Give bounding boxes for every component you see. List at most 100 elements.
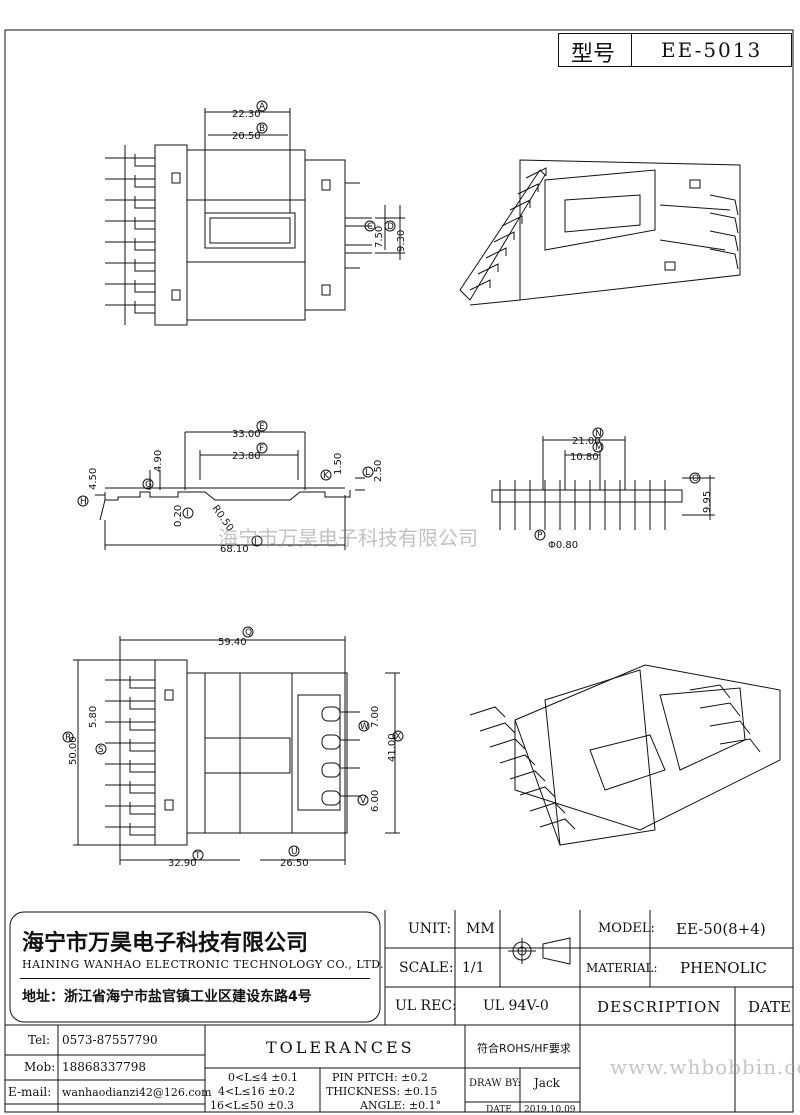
tag-p: P (537, 531, 543, 541)
iso-pin-right (709, 248, 739, 270)
iso-pin (529, 802, 566, 814)
dim-4-90: 4.90 (153, 450, 164, 472)
tag-w: W (360, 722, 369, 732)
tag-c: C (367, 222, 373, 232)
scale-value: 1/1 (462, 960, 485, 976)
dim-1-50: 1.50 (333, 453, 344, 475)
pin-notch (134, 217, 155, 230)
mob-value: 18868337798 (62, 1060, 146, 1074)
tag-v: V (360, 796, 367, 806)
scale-label: SCALE: (399, 960, 454, 976)
end-view (491, 427, 715, 541)
tag-s: S (98, 745, 104, 755)
tol-row-2: 4<L≤16 ±0.2 (218, 1085, 295, 1098)
model-header-label: 型号 (571, 42, 616, 67)
description-header: DESCRIPTION (597, 998, 722, 1016)
site-watermark: www.whbobbin.com (610, 1055, 800, 1079)
tag-m: M (595, 443, 603, 453)
material-value: PHENOLIC (680, 959, 767, 977)
iso-pin-right (719, 738, 761, 753)
email-value: wanhaodianzi42@126.com (62, 1086, 212, 1099)
mob-label: Mob: (24, 1060, 56, 1074)
dim-68-10: 68.10 (220, 544, 249, 555)
rohs-note: 符合ROHS/HF要求 (477, 1042, 571, 1055)
tag-f: F (259, 444, 264, 454)
iso-pin (525, 167, 547, 179)
dim-9-95: 9.95 (702, 491, 713, 513)
dim-41-00: 41.00 (387, 733, 398, 762)
tag-b: B (259, 124, 265, 134)
iso-pin-right (709, 720, 751, 735)
tag-i: I (186, 509, 189, 519)
bottom-view (62, 626, 404, 865)
draw-by-label: DRAW BY: (469, 1078, 521, 1089)
pin-notch (134, 301, 155, 314)
model-label: MODEL: (598, 921, 655, 936)
pin-pad (321, 706, 341, 722)
pin-notch (129, 676, 155, 689)
drawing-frame (4, 29, 794, 1113)
pin-notch (134, 259, 155, 272)
model-header-box: 型号 EE-5013 (558, 33, 792, 67)
pin-pad (321, 762, 341, 778)
pin-notch (134, 238, 155, 251)
dim-10-80: 10.80 (570, 452, 599, 463)
tag-j: J (253, 537, 257, 547)
iso-view-bottom (469, 664, 781, 846)
dim-22-30: 22.30 (232, 109, 261, 120)
model-value: EE-50(8+4) (676, 920, 766, 938)
iso-pin (509, 770, 546, 782)
dim-5-80: 5.80 (88, 706, 99, 728)
email-label: E-mail: (8, 1085, 52, 1099)
iso-pin (469, 706, 506, 718)
material-label: MATERIAL: (586, 961, 658, 975)
tol-angle: ANGLE: ±0.1° (360, 1099, 442, 1112)
dim-26-50: 26.50 (280, 858, 309, 869)
iso-pin-right (699, 702, 741, 717)
iso-view-top (459, 159, 741, 306)
iso-pin (485, 247, 507, 259)
iso-pin (493, 231, 515, 243)
date-label: DATE (486, 1105, 512, 1115)
tol-pin-pitch: PIN PITCH: ±0.2 (332, 1071, 428, 1084)
tol-row-3: 16<L≤50 ±0.3 (210, 1099, 294, 1112)
tol-row-1: 0<L≤4 ±0.1 (228, 1071, 298, 1084)
unit-label: UNIT: (408, 921, 452, 937)
tel-value: 0573-87557790 (62, 1033, 158, 1047)
iso-pin (477, 263, 499, 275)
tag-x: X (395, 732, 401, 742)
dim-20-50: 20.50 (232, 131, 261, 142)
iso-pin (479, 722, 516, 734)
iso-pin (469, 279, 491, 291)
tag-g: G (145, 480, 152, 490)
pin-pad (321, 734, 341, 750)
pin-notch (134, 154, 155, 167)
company-name-cn: 海宁市万昊电子科技有限公司 (22, 931, 309, 956)
iso-pin (501, 215, 523, 227)
draw-by-value: Jack (534, 1076, 560, 1090)
dim-2-50: 2.50 (373, 460, 384, 482)
company-name-en: HAINING WANHAO ELECTRONIC TECHNOLOGY CO.… (22, 958, 385, 971)
iso-pin-right (709, 194, 739, 216)
pin-notch (129, 781, 155, 794)
iso-pin (517, 183, 539, 195)
tel-label: Tel: (28, 1033, 51, 1047)
company-address: 地址：浙江省海宁市盐官镇工业区建设东路4号 (22, 989, 312, 1005)
tag-d: D (387, 222, 394, 232)
company-divider (20, 978, 370, 979)
top-view (105, 100, 405, 326)
model-header-divider (631, 34, 632, 66)
dim-4-50: 4.50 (88, 468, 99, 490)
date-value: 2019.10.09 (524, 1105, 576, 1115)
dim-59-40: 59.40 (218, 637, 247, 648)
dim-32-90: 32.90 (168, 858, 197, 869)
dim-0-20: 0.20 (173, 505, 184, 527)
tol-thickness: THICKNESS: ±0.15 (326, 1085, 438, 1098)
dim-9-30: 9.30 (396, 230, 407, 252)
pin-notch (129, 718, 155, 731)
iso-pin (499, 754, 536, 766)
company-watermark: 海宁市万昊电子科技有限公司 (218, 526, 478, 550)
dim-50-00: 50.00 (68, 736, 79, 765)
pin-notch (129, 823, 155, 836)
